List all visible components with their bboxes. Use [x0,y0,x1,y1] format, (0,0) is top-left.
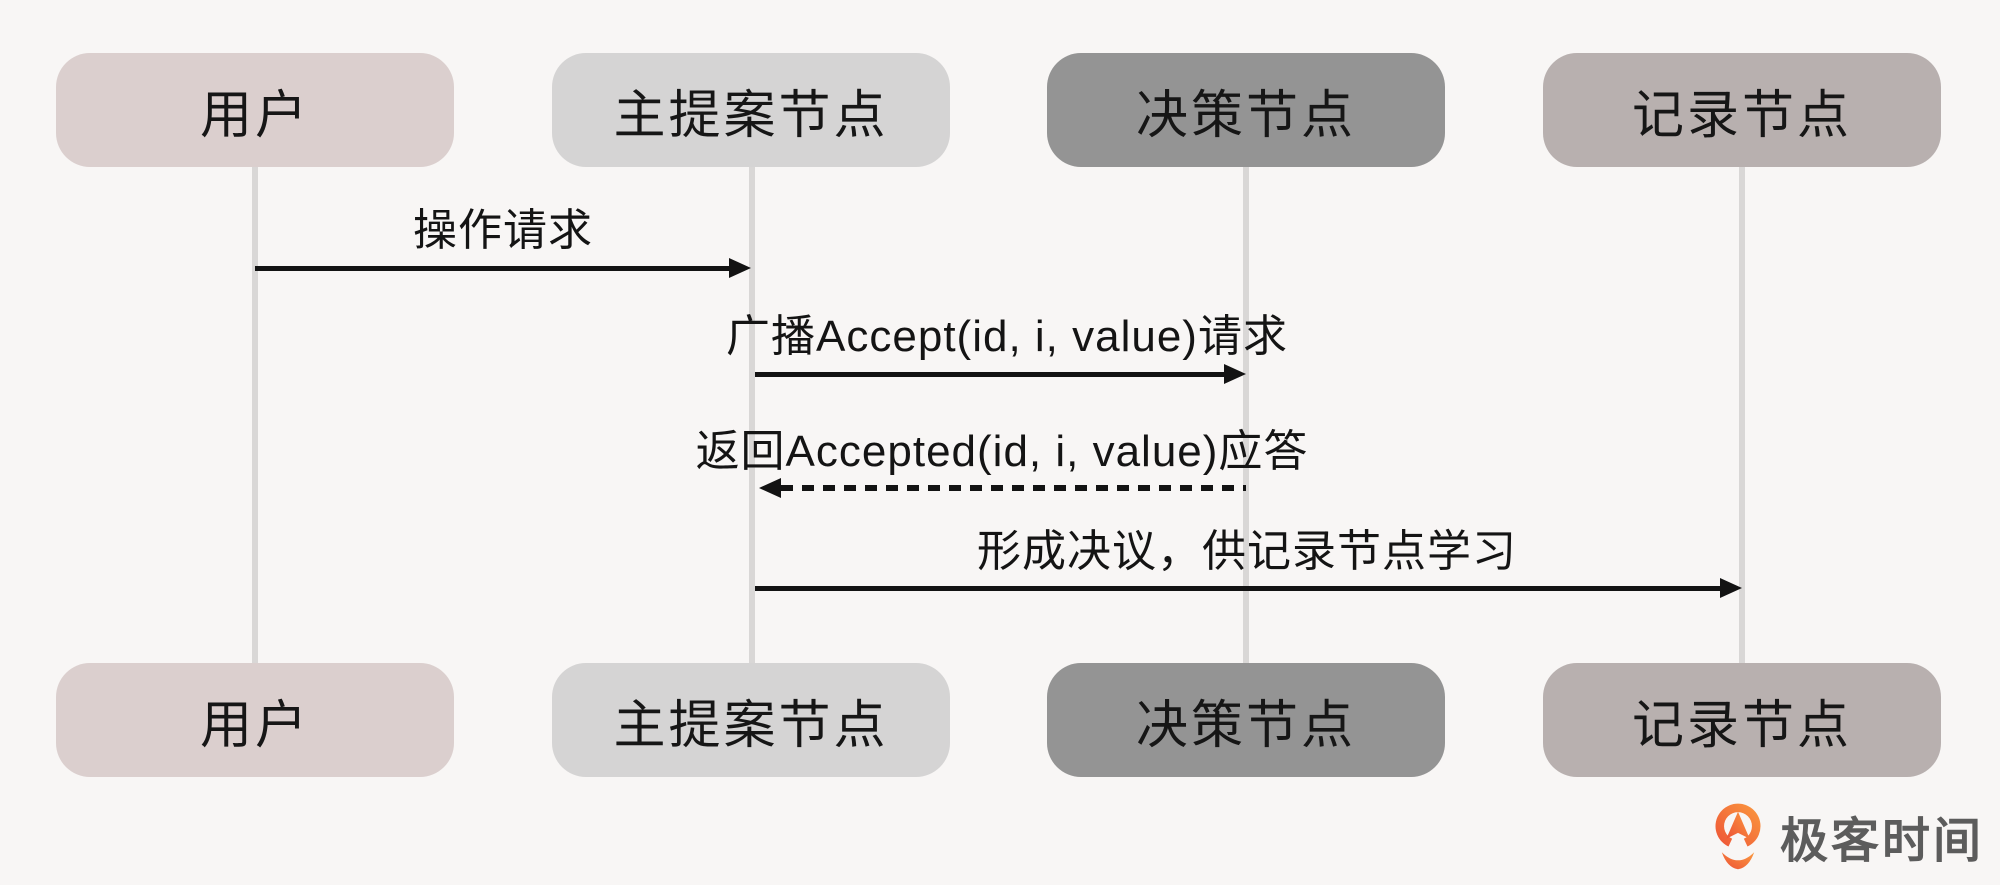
actor-box-proposer-top: 主提案节点 [552,53,950,167]
geektime-pin-icon [1715,803,1761,870]
arrow-dashed-line [781,485,1246,491]
message-label-form-resolution: 形成决议，供记录节点学习 [977,527,1517,576]
geektime-logo-text: 极客时间 [1780,815,1985,868]
message-label-operation-request: 操作请求 [413,206,593,255]
actor-label-decider: 决策节点 [1135,696,1356,755]
actor-box-recorder-bottom: 记录节点 [1543,663,1941,777]
geektime-logo: 极客时间 [1710,800,1984,872]
lifeline-proposer [749,167,755,663]
actor-label-user: 用户 [199,696,310,755]
arrow-line [255,265,731,271]
actor-box-decider-bottom: 决策节点 [1047,663,1445,777]
arrowhead-right-icon [1224,364,1246,384]
actor-box-user-bottom: 用户 [56,663,454,777]
actor-label-proposer: 主提案节点 [613,86,889,145]
arrowhead-left-icon [759,478,781,498]
lifeline-decider [1243,167,1249,663]
actor-label-proposer: 主提案节点 [613,696,889,755]
actor-box-decider-top: 决策节点 [1047,53,1445,167]
actor-box-recorder-top: 记录节点 [1543,53,1941,167]
actor-box-proposer-bottom: 主提案节点 [552,663,950,777]
arrow-line [755,585,1722,591]
message-label-broadcast-accept: 广播Accept(id, i, value)请求 [726,312,1288,361]
arrowhead-right-icon [1720,578,1742,598]
arrow-line [755,371,1226,377]
actor-label-decider: 决策节点 [1135,86,1356,145]
lifeline-recorder [1739,167,1745,663]
lifeline-user [252,167,258,663]
actor-box-user-top: 用户 [56,53,454,167]
actor-label-recorder: 记录节点 [1631,86,1852,145]
actor-label-user: 用户 [199,86,310,145]
message-label-return-accepted: 返回Accepted(id, i, value)应答 [695,427,1309,476]
arrowhead-right-icon [729,258,751,278]
actor-label-recorder: 记录节点 [1631,696,1852,755]
